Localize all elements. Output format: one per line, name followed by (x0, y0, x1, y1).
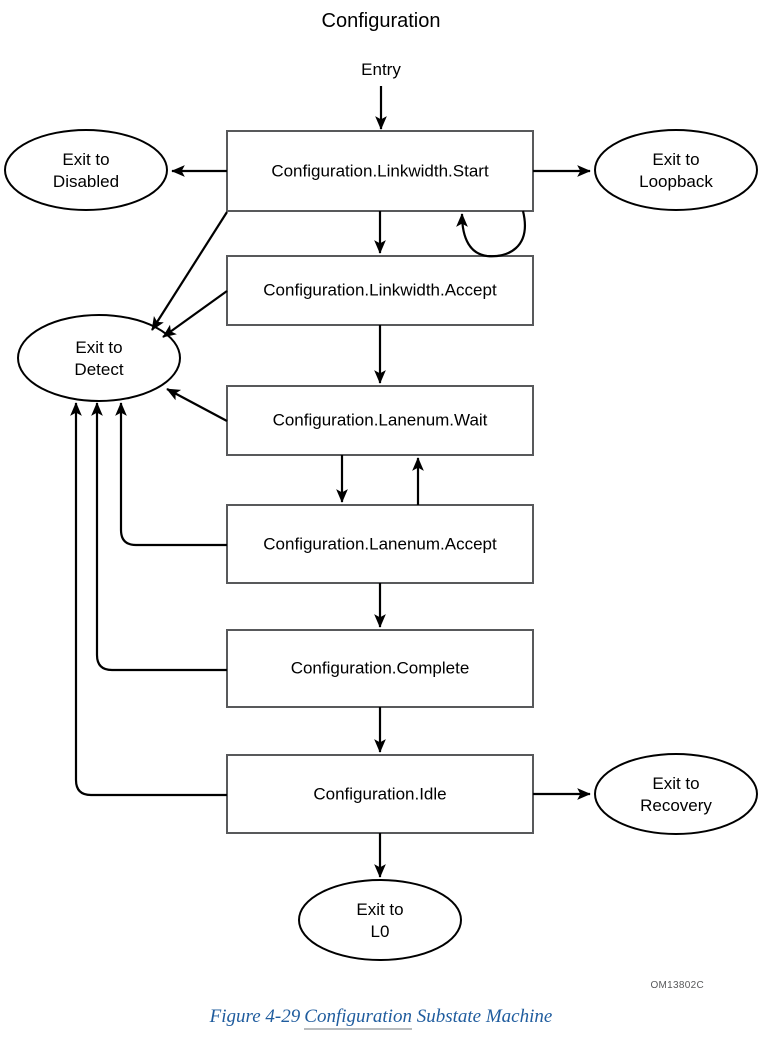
edge-complete-to-detect (91, 402, 227, 672)
exit-label-loopback-line1: Exit to (652, 150, 699, 169)
edge-linkwidth-start-to-detect (151, 211, 228, 331)
figure-caption-title-underlined: Configuration (304, 1006, 412, 1030)
exit-ellipse-loopback[interactable] (594, 129, 758, 211)
exit-label-detect-line1: Exit to (75, 338, 122, 357)
exit-label-disabled-line2: Disabled (53, 172, 119, 191)
exit-label-recovery-line1: Exit to (652, 774, 699, 793)
state-label-complete: Configuration.Complete (291, 658, 470, 677)
state-label-lanenum-accept: Configuration.Lanenum.Accept (263, 534, 497, 553)
entry-label: Entry (361, 60, 401, 79)
figure-caption-number: Figure 4-29 (209, 1006, 301, 1027)
diagram-title: Configuration (322, 10, 441, 32)
document-code: OM13802C (650, 980, 704, 991)
exit-label-l0-line1: Exit to (356, 900, 403, 919)
exit-ellipse-l0[interactable] (298, 879, 462, 961)
state-box-idle[interactable] (226, 754, 534, 834)
exit-ellipse-disabled[interactable] (4, 129, 168, 211)
exit-ellipse-recovery[interactable] (594, 753, 758, 835)
exit-label-loopback-line2: Loopback (639, 172, 713, 191)
exit-label-l0-line2: L0 (371, 922, 390, 941)
exit-label-recovery-line2: Recovery (640, 796, 712, 815)
edge-linkwidth-start-self-loop (456, 210, 526, 258)
edge-lanenum-wait-to-detect (166, 388, 228, 422)
state-label-idle: Configuration.Idle (313, 784, 446, 803)
exit-label-disabled-line1: Exit to (62, 150, 109, 169)
edge-linkwidth-accept-to-detect (162, 290, 228, 338)
edge-lanenum-accept-to-detect (115, 402, 227, 547)
figure-caption-title-rest: Substate Machine (411, 1006, 553, 1027)
state-box-linkwidth-accept[interactable] (226, 255, 534, 326)
state-box-complete[interactable] (226, 629, 534, 708)
state-label-lanenum-wait: Configuration.Lanenum.Wait (273, 410, 488, 429)
edge-idle-to-detect (70, 402, 227, 797)
state-box-lanenum-wait[interactable] (226, 385, 534, 456)
state-label-linkwidth-start: Configuration.Linkwidth.Start (271, 161, 489, 180)
state-label-linkwidth-accept: Configuration.Linkwidth.Accept (263, 280, 497, 299)
state-box-lanenum-accept[interactable] (226, 504, 534, 584)
exit-label-detect-line2: Detect (74, 360, 123, 379)
exit-ellipse-detect[interactable] (17, 314, 181, 402)
